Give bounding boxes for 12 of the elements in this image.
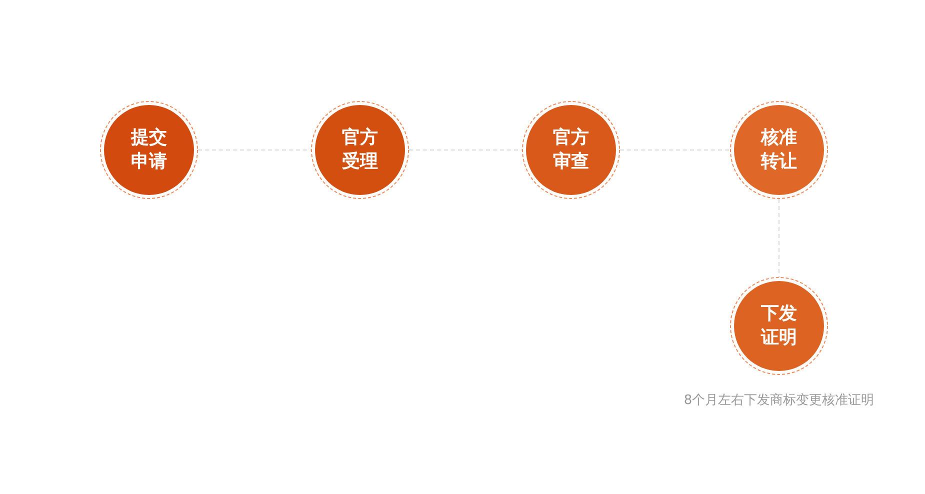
process-circle [521, 100, 621, 200]
connector-line [778, 198, 780, 278]
process-circle [99, 100, 199, 200]
process-circle [729, 276, 829, 376]
step-label: 官方审查 [552, 126, 590, 174]
process-circle [729, 100, 829, 200]
step-label: 下发证明 [760, 302, 798, 350]
step-label: 核准转让 [760, 126, 798, 174]
step-note: 8个月左右下发商标变更核准证明 [682, 392, 876, 409]
process-circle [310, 100, 410, 200]
step-label: 官方受理 [342, 126, 378, 174]
step-label: 提交申请 [130, 126, 168, 174]
